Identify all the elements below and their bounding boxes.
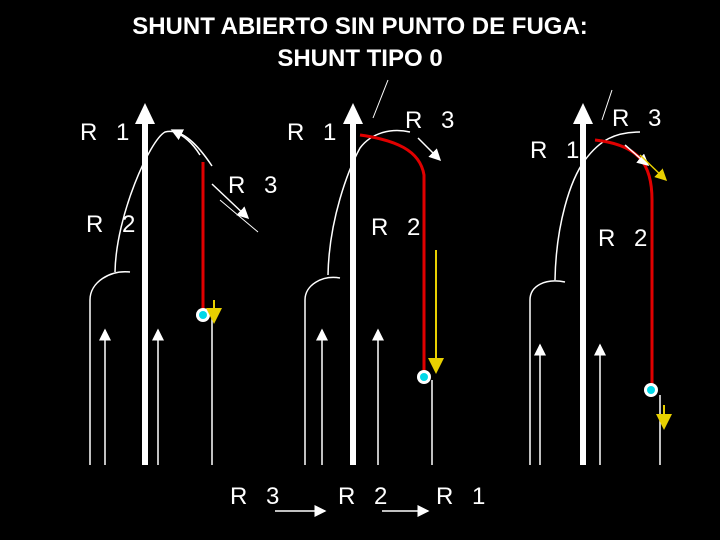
label-r1: R 1 [80, 119, 135, 146]
main-vessel-arrowhead [135, 103, 155, 124]
endpoint-dot [420, 373, 428, 381]
incision-line [602, 90, 612, 120]
main-vessel-arrowhead [343, 103, 363, 124]
endpoint-dot [647, 386, 655, 394]
panel-1: R 1 R 1 R 3 R 2 [80, 103, 342, 465]
sequence-step-2: R 2 [338, 483, 393, 510]
endpoint-dot [199, 311, 207, 319]
label-r1: R 1 [287, 119, 342, 146]
r3-arrow [418, 138, 440, 160]
panel-3: R 3 R 1 R 2 [530, 90, 667, 465]
label-r2: R 2 [86, 211, 141, 238]
lower-arch [90, 272, 130, 465]
flow-arrow-upper [172, 130, 200, 155]
label-r3: R 3 [405, 107, 460, 134]
label-r2: R 2 [371, 214, 426, 241]
label-r3: R 3 [612, 105, 667, 132]
sequence-step-3: R 1 [436, 483, 491, 510]
r3-line [220, 200, 258, 232]
yellow-flow-arrow [640, 155, 666, 180]
label-r3: R 3 [228, 172, 283, 199]
outer-curve [328, 131, 410, 275]
shunt-path [595, 140, 652, 388]
r3-arrow [625, 145, 648, 165]
incision-line [373, 80, 388, 118]
outer-curve [115, 131, 212, 272]
main-vessel-arrowhead [573, 103, 593, 124]
label-r2: R 2 [598, 225, 653, 252]
sequence-step-1: R 3 [230, 483, 285, 510]
label-r1: R 1 [530, 137, 585, 164]
shunt-path [360, 135, 424, 375]
lower-arch [530, 281, 565, 465]
sequence: R 3 R 2 R 1 [230, 483, 491, 511]
